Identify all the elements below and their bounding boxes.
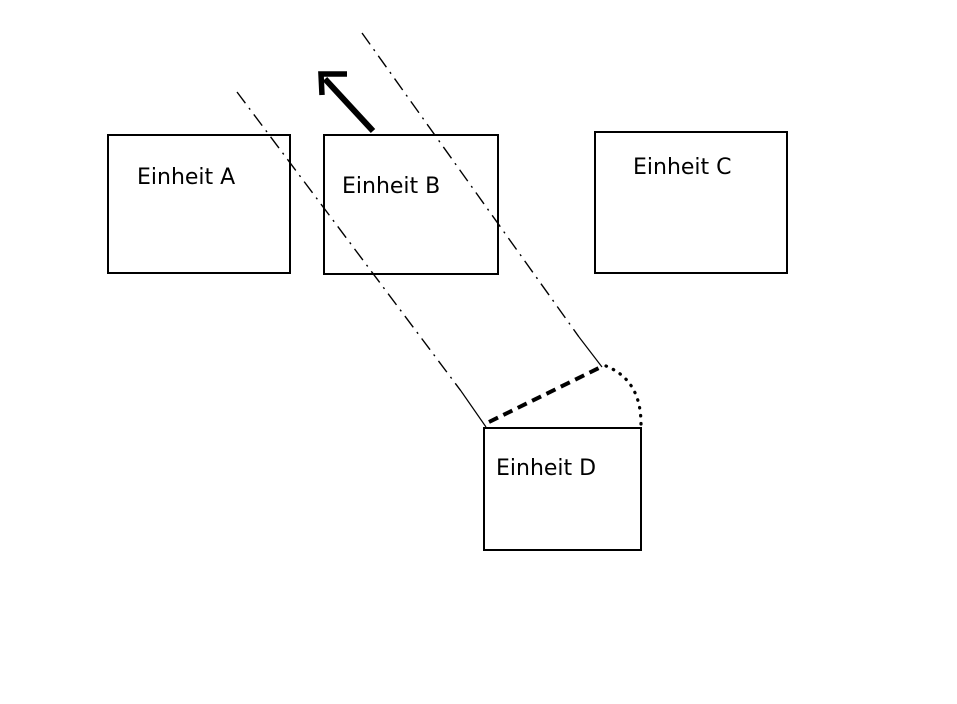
dash-dot-line-left-solid-tail (460, 390, 487, 428)
thick-dashed-connector (488, 364, 604, 424)
unit-box-einheit-d: Einheit D (483, 427, 642, 551)
up-left-arrow-shaft (322, 76, 376, 134)
unit-label-einheit-d: Einheit D (496, 456, 597, 481)
unit-box-einheit-a: Einheit A (107, 134, 291, 274)
unit-box-einheit-b: Einheit B (323, 134, 499, 275)
unit-label-einheit-b: Einheit B (342, 174, 441, 199)
dash-dot-line-right-solid-tail (578, 336, 603, 368)
unit-box-einheit-c: Einheit C (594, 131, 788, 274)
dotted-arc-connector (604, 364, 643, 426)
unit-label-einheit-a: Einheit A (137, 165, 236, 190)
up-left-arrow-head-icon (318, 71, 347, 96)
unit-label-einheit-c: Einheit C (633, 155, 732, 180)
